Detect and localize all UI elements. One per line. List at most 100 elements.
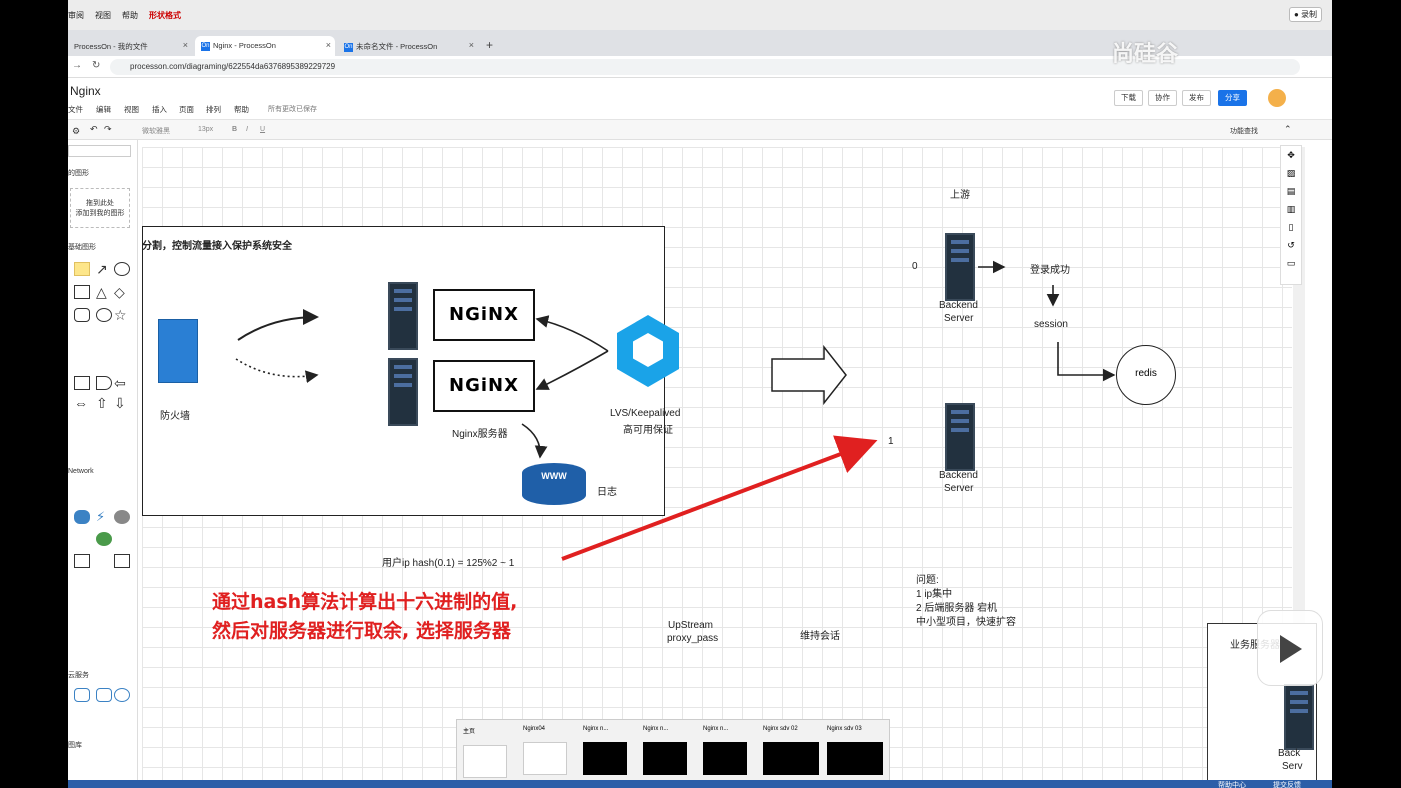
gear-icon[interactable]: ⚙ xyxy=(72,126,81,136)
hexagon-shape[interactable] xyxy=(74,308,90,322)
menu-view[interactable]: 视图 xyxy=(95,11,111,20)
font-size-select[interactable]: 13px xyxy=(198,126,214,133)
close-icon[interactable]: × xyxy=(325,40,331,50)
tab-my-files[interactable]: ProcessOn - 我的文件× xyxy=(68,36,192,56)
doc-menu-file[interactable]: 文件 xyxy=(68,105,83,114)
record-button[interactable]: ● 录制 xyxy=(1288,7,1322,22)
doc-menu-edit[interactable]: 编辑 xyxy=(96,105,111,114)
collaborate-button[interactable]: 协作 xyxy=(1148,90,1177,106)
collapse-icon[interactable]: ⌃ xyxy=(1284,124,1292,134)
gallery-header[interactable]: 图库 xyxy=(68,742,82,749)
rounded-shape[interactable] xyxy=(96,376,112,390)
forward-icon[interactable]: → xyxy=(72,60,82,71)
doc-menu-insert[interactable]: 插入 xyxy=(152,105,167,114)
double-arrow-shape[interactable]: ⇔ xyxy=(74,395,88,411)
menu-review[interactable]: 审阅 xyxy=(68,11,84,20)
index-one: 1 xyxy=(888,436,894,447)
data-icon[interactable]: ▤ xyxy=(1286,186,1296,196)
thumb-nginx-c[interactable]: Nginx n... xyxy=(703,726,763,775)
phone-icon[interactable] xyxy=(74,554,90,568)
thumb-nginx-a[interactable]: Nginx n... xyxy=(583,726,643,775)
firewall-icon[interactable] xyxy=(158,319,198,383)
file-icon[interactable]: ▯ xyxy=(1288,222,1294,232)
undo-icon[interactable]: ↶ xyxy=(90,124,98,134)
redo-icon[interactable]: ↷ xyxy=(104,124,112,134)
rect2-shape[interactable] xyxy=(74,376,90,390)
up-arrow-shape[interactable]: ⇧ xyxy=(96,395,108,411)
close-icon[interactable]: × xyxy=(468,40,474,50)
server-icon[interactable] xyxy=(1284,684,1314,750)
server-icon[interactable] xyxy=(388,358,418,426)
my-shapes-header[interactable]: 的图形 xyxy=(68,170,89,177)
video-play-overlay[interactable] xyxy=(1257,610,1323,686)
server-icon[interactable] xyxy=(388,282,418,350)
page-icon[interactable]: ▥ xyxy=(1286,204,1296,214)
redis-node[interactable]: redis xyxy=(1116,345,1176,405)
drop-zone[interactable]: 拖到此处 添加到我的图形 xyxy=(70,188,130,228)
down-arrow-shape[interactable]: ⇩ xyxy=(114,395,126,411)
thumb-nginx-sdv03[interactable]: Nginx sdv 03 xyxy=(827,726,887,775)
diamond-shape[interactable]: ◇ xyxy=(114,284,125,300)
basic-shapes-header[interactable]: 基础图形 xyxy=(68,244,96,251)
feature-search[interactable]: 功能查找 xyxy=(1230,128,1258,135)
cloud-icon[interactable] xyxy=(74,510,90,524)
cloud-services-header[interactable]: 云服务 xyxy=(68,672,89,679)
doc-menu-help[interactable]: 帮助 xyxy=(234,105,249,114)
close-icon[interactable]: × xyxy=(182,40,188,50)
download-button[interactable]: 下载 xyxy=(1114,90,1143,106)
style-icon[interactable]: ▨ xyxy=(1286,168,1296,178)
thumb-home[interactable]: 主页 xyxy=(463,726,523,778)
comment-icon[interactable]: ▭ xyxy=(1286,258,1296,268)
help-center-link[interactable]: 帮助中心 xyxy=(1218,782,1246,788)
publish-button[interactable]: 发布 xyxy=(1182,90,1211,106)
new-tab-button[interactable]: + xyxy=(486,38,494,52)
cloud-service-icon[interactable] xyxy=(114,688,130,702)
nginx-node-2[interactable]: NGiNX xyxy=(433,360,535,412)
underline-icon[interactable]: U xyxy=(260,126,266,133)
cloud-service-icon[interactable] xyxy=(96,688,112,702)
arrow-shape[interactable]: ↗ xyxy=(96,261,108,277)
nginx-node-1[interactable]: NGiNX xyxy=(433,289,535,341)
navigate-icon[interactable]: ✥ xyxy=(1287,150,1295,160)
star-shape[interactable]: ☆ xyxy=(114,307,127,323)
menu-help[interactable]: 帮助 xyxy=(122,11,138,20)
server-icon[interactable] xyxy=(945,233,975,301)
octagon-shape[interactable] xyxy=(96,308,112,322)
doc-menu-view[interactable]: 视图 xyxy=(124,105,139,114)
doc-menu-arrange[interactable]: 排列 xyxy=(206,105,221,114)
avatar[interactable] xyxy=(1268,89,1286,107)
italic-icon[interactable]: I xyxy=(246,126,248,133)
feedback-link[interactable]: 提交反馈 xyxy=(1273,782,1301,788)
triangle-shape[interactable]: △ xyxy=(96,284,107,300)
satellite-icon[interactable] xyxy=(114,510,130,524)
lightning-icon[interactable]: ⚡ xyxy=(96,509,106,524)
server-icon[interactable] xyxy=(945,403,975,471)
rect-shape[interactable] xyxy=(74,285,90,299)
circle-shape[interactable] xyxy=(114,262,130,276)
thumb-nginx-b[interactable]: Nginx n... xyxy=(643,726,703,775)
left-arrow-shape[interactable]: ⇦ xyxy=(114,375,126,391)
doc-menu-page[interactable]: 页面 xyxy=(179,105,194,114)
url-field[interactable]: processon.com/diagraming/622554da6376895… xyxy=(110,59,1300,75)
share-button[interactable]: 分享 xyxy=(1218,90,1247,106)
globe-icon[interactable] xyxy=(96,532,112,546)
bold-icon[interactable]: B xyxy=(232,126,238,133)
thumb-nginx-sdv02[interactable]: Nginx sdv 02 xyxy=(763,726,823,775)
document-title[interactable]: Nginx xyxy=(70,84,101,98)
reload-icon[interactable]: ↻ xyxy=(92,60,101,71)
history-icon[interactable]: ↺ xyxy=(1287,240,1295,250)
menu-shape-format[interactable]: 形状格式 xyxy=(149,11,181,20)
play-icon[interactable] xyxy=(1280,635,1302,663)
shape-search-input[interactable] xyxy=(68,145,131,157)
diagram-canvas[interactable]: 分割，控制流量接入保护系统安全 防火墙 NGiNX NGiNX N xyxy=(142,147,1292,788)
processon-icon: On xyxy=(344,42,353,52)
thumb-nginx04[interactable]: Nginx04 xyxy=(523,726,583,775)
font-select[interactable]: 微软雅黑 xyxy=(142,128,170,135)
cloud-service-icon[interactable] xyxy=(74,688,90,702)
network-header[interactable]: Network xyxy=(68,468,94,475)
database-icon[interactable]: WWW xyxy=(522,463,586,505)
monitor-icon[interactable] xyxy=(114,554,130,568)
note-shape[interactable] xyxy=(74,262,90,276)
